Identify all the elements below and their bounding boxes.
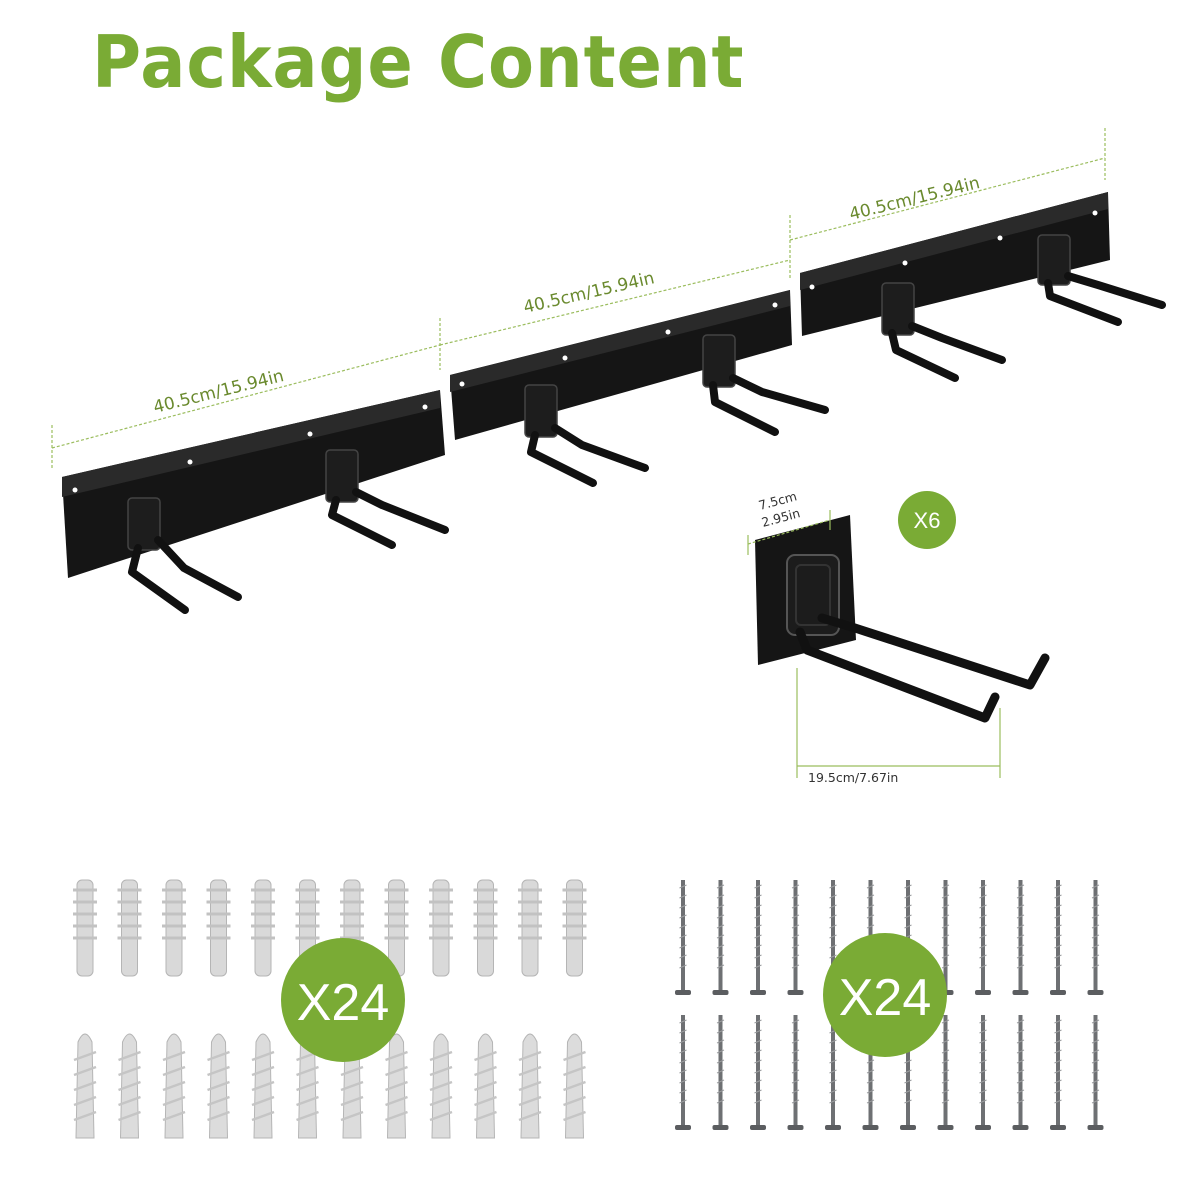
rail-1-dimension: 40.5cm/15.94in [151,366,286,418]
rail-hook-3 [524,384,649,487]
page-title: Package Content [92,20,745,104]
wall-anchor [73,879,97,977]
wall-anchor [117,879,142,977]
anchors-quantity-label: X24 [297,974,390,1032]
screw [1012,1015,1029,1130]
screw [1087,1015,1104,1130]
screw [787,1015,804,1130]
screws-quantity-label: X24 [839,969,932,1027]
screw [1012,880,1029,995]
rail-hook-6 [1037,234,1166,326]
wall-anchor [118,1033,141,1139]
rail-hook-1 [127,497,242,614]
screw [675,1015,691,1130]
wall-anchor [206,879,231,977]
screw [675,880,691,995]
rail-2-dimension: 40.5cm/15.94in [522,268,657,318]
wall-anchor [518,1033,542,1139]
anchors-quantity-badge [281,938,405,1062]
wall-anchor [473,879,498,977]
wall-anchor [474,1033,497,1139]
wall-anchor [518,879,542,977]
single-hook-detail: 7.5cm 2.95in 19.5cm/7.67in X6 [747,488,1050,785]
wall-anchor [429,1033,453,1139]
hook-length-dimension: 19.5cm/7.67in [808,770,898,785]
screw [975,880,991,995]
screw [1050,1015,1066,1130]
wall-anchor [73,1033,97,1139]
screw [937,1015,954,1130]
wall-anchor [385,1033,408,1139]
wall-anchor [162,879,186,977]
screw [787,880,804,995]
screws-quantity-badge [823,933,947,1057]
rail-hook-2 [325,449,449,549]
rail-hook-5 [881,282,1006,382]
wall-anchor [384,879,409,977]
wall-anchor [251,879,275,977]
screw [1050,880,1066,995]
screw [975,1015,991,1130]
wall-anchor [563,1033,586,1139]
screw [712,880,729,995]
hook-quantity-badge [898,491,956,549]
screw [712,1015,729,1130]
rail-hook-4 [702,334,829,436]
rail-hooks [127,234,1166,614]
wall-anchor [207,1033,230,1139]
hook-quantity-label: X6 [914,508,941,533]
screw [1087,880,1104,995]
wall-anchor [162,1033,186,1139]
wall-anchor [562,879,587,977]
wall-anchor [429,879,453,977]
screw [750,880,766,995]
wall-anchor [251,1033,275,1139]
rail-3-dimension: 40.5cm/15.94in [847,173,982,225]
rail-dimensions [51,128,1106,470]
screw [750,1015,766,1130]
